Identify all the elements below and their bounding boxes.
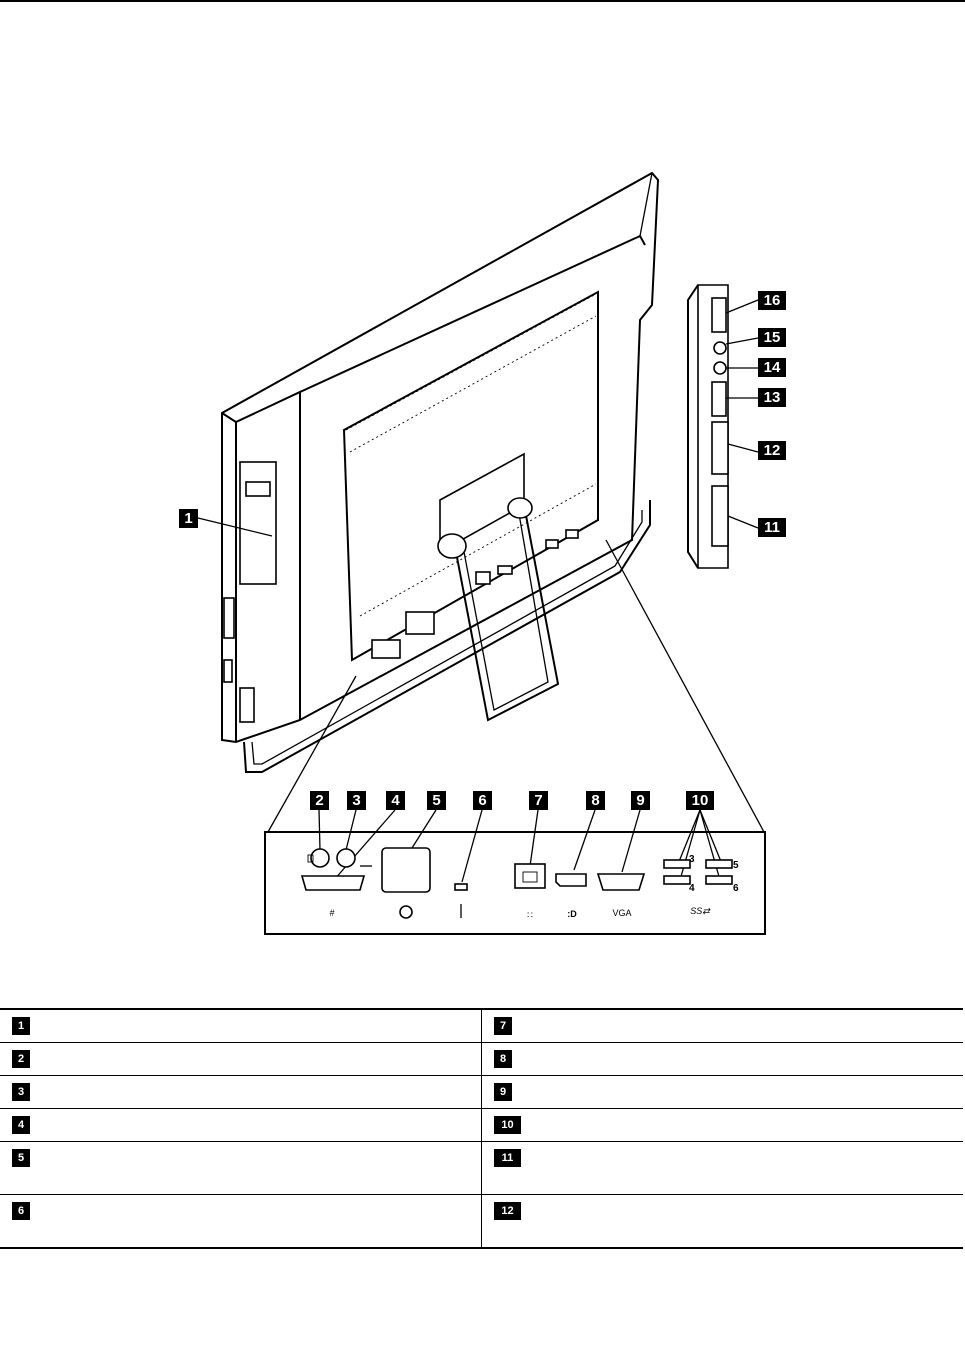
callout-9: 9: [631, 791, 650, 810]
legend-number-badge: 6: [12, 1202, 30, 1220]
callout-8: 8: [586, 791, 605, 810]
legend-row: 5 11: [0, 1141, 963, 1195]
security-lock-icon: [454, 883, 468, 918]
svg-text:1: 1: [184, 510, 192, 527]
power-icon: [381, 847, 431, 919]
svg-text:9: 9: [636, 792, 644, 809]
legend-cell-left: 4: [0, 1108, 482, 1142]
legend-cell-left: 3: [0, 1075, 482, 1109]
serial-port-icon: #: [300, 875, 366, 918]
callout-4: 4: [386, 791, 405, 810]
legend-cell-right: 9: [481, 1075, 963, 1109]
callout-2: 2: [310, 791, 329, 810]
svg-text:2: 2: [315, 792, 323, 809]
legend-cell-right: 11: [481, 1141, 963, 1195]
legend-number-badge: 8: [494, 1050, 512, 1068]
callout-10: 10: [686, 791, 714, 810]
legend-cell-left: 2: [0, 1042, 482, 1076]
svg-text:3: 3: [352, 792, 360, 809]
legend-row: 6 12: [0, 1194, 963, 1249]
legend-cell-left: 5: [0, 1141, 482, 1195]
legend-number-badge: 12: [494, 1202, 521, 1220]
legend-number-badge: 4: [12, 1116, 30, 1134]
rear-port-inset: [264, 831, 766, 935]
legend-cell-right: 10: [481, 1108, 963, 1142]
svg-text:10: 10: [692, 792, 709, 809]
svg-text:4: 4: [391, 792, 400, 809]
svg-text::D: :D: [567, 909, 577, 919]
legend-number-badge: 7: [494, 1017, 512, 1035]
keyboard-icon: [336, 848, 372, 868]
legend-cell-right: 12: [481, 1194, 963, 1249]
svg-text:8: 8: [591, 792, 599, 809]
usb3-icon: SS⇄: [663, 859, 733, 916]
svg-text:5: 5: [432, 792, 440, 809]
callout-3: 3: [347, 791, 366, 810]
callout-11: 11: [758, 518, 786, 537]
ethernet-icon: ∷: [514, 863, 546, 920]
callout-14: 14: [758, 358, 786, 377]
callout-6: 6: [473, 791, 492, 810]
svg-text:15: 15: [764, 329, 781, 346]
callout-15: 15: [758, 328, 786, 347]
legend-cell-right: 8: [481, 1042, 963, 1076]
legend-row: 4 10: [0, 1108, 963, 1142]
callout-16: 16: [758, 291, 786, 310]
callout-5: 5: [427, 791, 446, 810]
svg-text:5: 5: [733, 860, 739, 871]
svg-text:11: 11: [764, 519, 780, 536]
svg-text:3: 3: [689, 854, 695, 865]
displayport-icon: :D: [555, 873, 587, 919]
svg-text:VGA: VGA: [612, 908, 631, 918]
callout-7: 7: [529, 791, 548, 810]
optical-drive-icon: [239, 461, 277, 585]
top-vents: [345, 293, 597, 453]
svg-text:13: 13: [764, 389, 781, 406]
computer-rear-view-figure: 1 16 15 14 13 12 11 2 3 4 5 6 7 8 9 10 #: [179, 171, 786, 935]
legend-number-badge: 2: [12, 1050, 30, 1068]
legend-number-badge: 3: [12, 1083, 30, 1101]
legend-cell-right: 7: [481, 1008, 963, 1043]
bottom-vents: [359, 483, 597, 617]
legend-number-badge: 1: [12, 1017, 30, 1035]
svg-text:12: 12: [764, 442, 781, 459]
svg-text:14: 14: [764, 359, 781, 376]
legend-number-badge: 11: [494, 1149, 521, 1167]
svg-text:6: 6: [478, 792, 486, 809]
callout-13: 13: [758, 388, 786, 407]
svg-text:∷: ∷: [527, 910, 533, 920]
mouse-icon: [307, 848, 330, 868]
callout-1: 1: [179, 509, 198, 528]
legend-number-badge: 5: [12, 1149, 30, 1167]
svg-text:16: 16: [764, 292, 781, 309]
svg-text:#: #: [329, 908, 334, 918]
top-rule: [0, 0, 965, 2]
callout-12: 12: [758, 441, 786, 460]
svg-text:6: 6: [733, 883, 739, 894]
svg-text:4: 4: [689, 883, 695, 894]
svg-text:SS⇄: SS⇄: [690, 906, 711, 916]
legend-number-badge: 9: [494, 1083, 512, 1101]
legend-cell-left: 1: [0, 1008, 482, 1043]
legend-cell-left: 6: [0, 1194, 482, 1249]
svg-text:7: 7: [534, 792, 542, 809]
vga-icon: VGA: [596, 873, 646, 918]
legend-number-badge: 10: [494, 1116, 521, 1134]
